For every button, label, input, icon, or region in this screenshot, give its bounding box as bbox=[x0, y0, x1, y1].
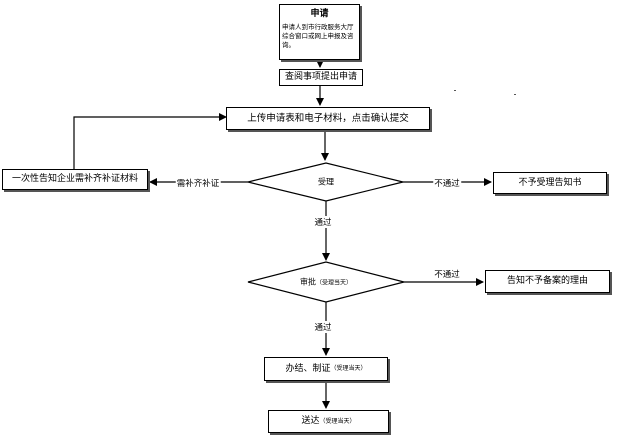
stray-dot bbox=[454, 90, 456, 91]
deliver-label: 送达 bbox=[301, 416, 320, 427]
supplement-node: 一次性告知企业需补齐补证材料 bbox=[2, 169, 148, 190]
reject-notice-label: 不予受理告知书 bbox=[518, 177, 582, 188]
edge-label-pass-1: 通过 bbox=[313, 216, 333, 228]
edge-supplement-to-upload bbox=[73, 113, 227, 169]
review-request-label: 查阅事项提出申请 bbox=[284, 72, 357, 83]
apply-title: 申请 bbox=[310, 9, 329, 19]
approve-note: （受理当天） bbox=[315, 279, 353, 287]
upload-label: 上传申请表和电子材料，点击确认提交 bbox=[247, 112, 409, 124]
reject-notice-node: 不予受理告知书 bbox=[493, 172, 607, 194]
approve-label: 审批（受理当天） bbox=[300, 277, 352, 288]
edge-label-need-supplement: 需补齐补证 bbox=[175, 177, 221, 189]
deliver-note: （受理当天） bbox=[319, 417, 356, 425]
no-filing-reason-node: 告知不予备案的理由 bbox=[485, 270, 610, 293]
issue-cert-label: 办结、制证 bbox=[285, 363, 331, 374]
deliver-node: 送达（受理当天） bbox=[268, 410, 389, 433]
stray-dot bbox=[514, 94, 516, 95]
accept-label: 受理 bbox=[318, 177, 334, 188]
apply-description: 申请人到市行政服务大厅综合窗口或网上申报及咨询。 bbox=[282, 23, 354, 49]
approve-text: 审批 bbox=[299, 277, 316, 287]
review-request-node: 查阅事项提出申请 bbox=[279, 69, 363, 86]
edge-label-pass-2: 通过 bbox=[313, 321, 333, 333]
apply-node: 申请 申请人到市行政服务大厅综合窗口或网上申报及咨询。 bbox=[279, 4, 360, 60]
issue-cert-node: 办结、制证（受理当天） bbox=[264, 357, 388, 381]
issue-cert-note: （受理当天） bbox=[330, 365, 367, 373]
edge-label-not-pass-2: 不通过 bbox=[433, 268, 461, 280]
edge-label-not-pass-1: 不通过 bbox=[433, 177, 461, 189]
supplement-label: 一次性告知企业需补齐补证材料 bbox=[11, 174, 138, 185]
no-filing-reason-label: 告知不予备案的理由 bbox=[506, 276, 588, 287]
accept-text: 受理 bbox=[318, 177, 334, 187]
upload-node: 上传申请表和电子材料，点击确认提交 bbox=[226, 107, 430, 130]
